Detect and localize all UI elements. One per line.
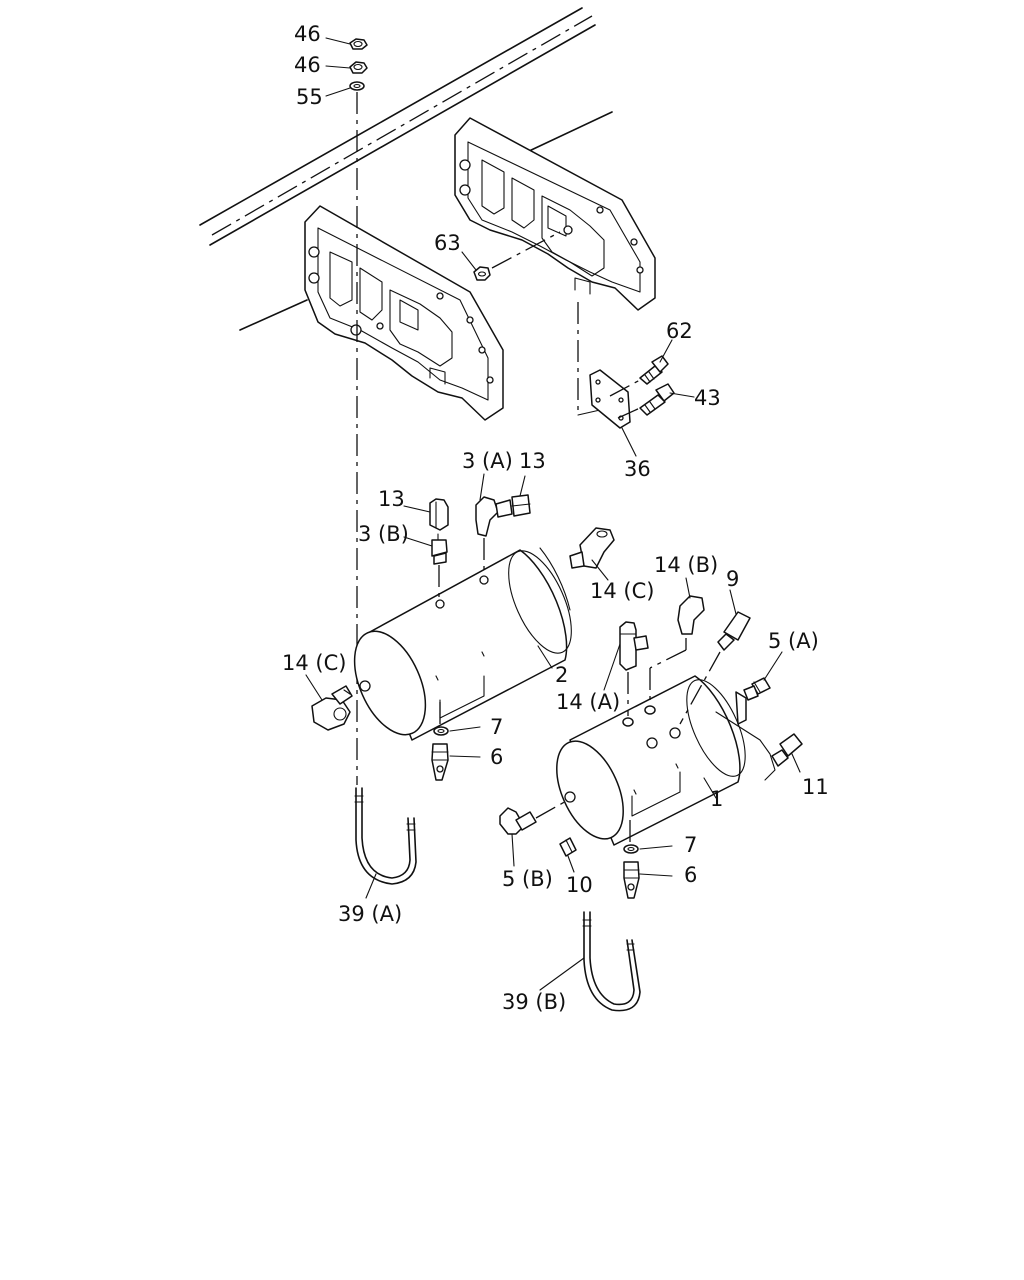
nut-63 [473, 231, 561, 281]
label-nut-46-second: 46 [294, 53, 321, 77]
label-elbow-14c-left: 14 (C) [282, 651, 346, 675]
mounting-plate-36 [577, 302, 631, 429]
drain-6-left [431, 743, 449, 781]
air-tank-1 [556, 675, 747, 846]
elbow-14c-left [311, 685, 353, 731]
connector-13-right [511, 494, 531, 517]
label-nut-63: 63 [434, 231, 461, 255]
label-plate-36: 36 [624, 457, 651, 481]
label-bolt-62: 62 [666, 319, 693, 343]
u-bolt-39b [582, 911, 641, 1012]
washer-7-right [623, 820, 639, 854]
label-valve-9: 9 [726, 567, 739, 591]
label-elbow-3a: 3 (A) [462, 449, 513, 473]
label-drain-6-right: 6 [684, 863, 697, 887]
elbow-14c-right [569, 527, 615, 569]
label-tee-14a: 14 (A) [556, 690, 620, 714]
label-valve-11: 11 [802, 775, 829, 799]
air-tank-2 [353, 547, 572, 741]
elbow-3a [475, 496, 513, 575]
elbow-14b [644, 595, 705, 715]
part-labels: 46 46 55 63 62 43 36 3 (A) 13 13 3 (B) 1… [282, 22, 829, 1014]
tee-14a [619, 621, 649, 727]
label-u-bolt-39a: 39 (A) [338, 902, 402, 926]
label-washer-7-right: 7 [684, 833, 697, 857]
valve-9 [679, 611, 751, 725]
plug-5a [743, 677, 771, 701]
bolt-43 [617, 383, 675, 419]
right-bracket [454, 117, 656, 311]
label-connector-13-right: 13 [519, 449, 546, 473]
nut-46-second [349, 61, 368, 74]
connector-13-left [429, 498, 449, 531]
label-washer-7-left: 7 [490, 715, 503, 739]
label-tank-1: 1 [710, 787, 723, 811]
label-connector-13-left: 13 [378, 487, 405, 511]
label-tank-2: 2 [555, 663, 568, 687]
frame-rails [199, 7, 613, 331]
label-elbow-14c-right: 14 (C) [590, 579, 654, 603]
label-elbow-5b: 5 (B) [502, 867, 553, 891]
leader-lines [305, 37, 801, 991]
valve-11 [715, 711, 803, 781]
label-elbow-14b: 14 (B) [654, 553, 718, 577]
label-u-bolt-39b: 39 (B) [502, 990, 566, 1014]
left-bracket [304, 205, 504, 421]
label-plug-10: 10 [566, 873, 593, 897]
label-plug-5a: 5 (A) [768, 629, 819, 653]
fitting-3b [431, 533, 448, 600]
label-washer-55: 55 [296, 85, 323, 109]
nut-46-top [349, 38, 368, 50]
washer-7-left [433, 702, 449, 736]
u-bolt-39a [354, 787, 417, 885]
bolt-62 [609, 355, 669, 397]
washer-55 [349, 81, 365, 91]
label-nut-46-top: 46 [294, 22, 321, 46]
drain-6-right [623, 861, 640, 899]
label-bolt-43: 43 [694, 386, 721, 410]
plug-10 [559, 837, 577, 857]
label-fitting-3b: 3 (B) [358, 522, 409, 546]
label-drain-6-left: 6 [490, 745, 503, 769]
elbow-5b [499, 799, 569, 835]
